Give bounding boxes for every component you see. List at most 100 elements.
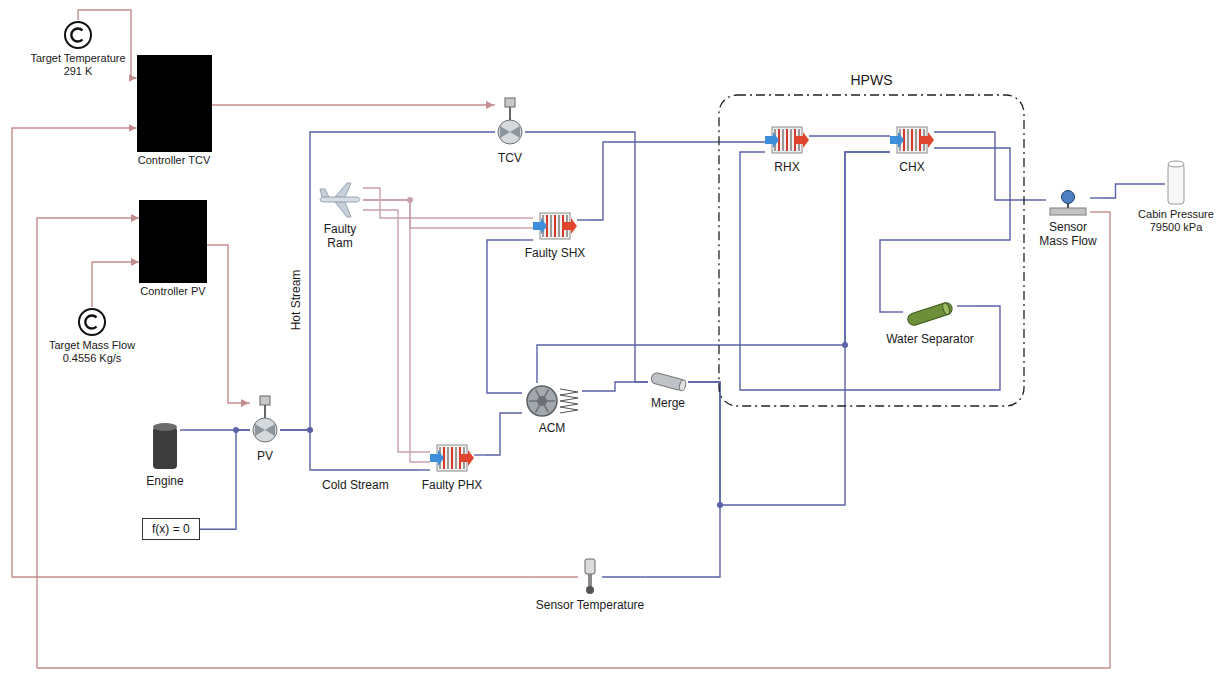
- constant-block: Target Temperature 291 K: [27, 20, 129, 78]
- junction-dot: [842, 342, 848, 348]
- fluid-line: [484, 413, 522, 455]
- icon-part: [678, 379, 687, 391]
- icon-part: [920, 132, 934, 148]
- fluid-line: [200, 430, 249, 529]
- icon-part: [1062, 191, 1075, 204]
- engine-source-icon: [150, 420, 180, 472]
- icon-part: [65, 22, 91, 48]
- block-label: Controller PV: [140, 285, 205, 298]
- water-separator-icon: [903, 298, 957, 330]
- fluid-line: [487, 240, 524, 393]
- icon-part: [786, 129, 788, 151]
- fluid-line: [1099, 184, 1132, 198]
- port-stub: [934, 131, 935, 132]
- engine-source: Engine: [145, 420, 185, 488]
- fluid-line: [281, 132, 494, 430]
- fluid-line: [810, 135, 889, 136]
- separator-body: [906, 301, 953, 327]
- port-stub: [421, 469, 431, 470]
- icon-part: [765, 132, 779, 148]
- valve-block: PV: [249, 395, 281, 463]
- port-stub: [525, 131, 526, 132]
- icon-part: [71, 29, 82, 42]
- icon-part: [509, 107, 511, 120]
- block-label: Controller TCV: [138, 154, 211, 167]
- icon-part: [498, 120, 522, 144]
- port-stub: [494, 131, 495, 132]
- water-separator: Water Separator: [885, 298, 975, 346]
- icon-part: [1050, 208, 1086, 215]
- merge-block: Merge: [647, 370, 689, 410]
- stream-label: Cold Stream: [322, 478, 389, 492]
- block-label: PV: [257, 449, 273, 463]
- junction-dot: [717, 502, 723, 508]
- port-stub: [180, 429, 185, 430]
- fluid-line: [364, 210, 421, 452]
- port-stub: [249, 402, 250, 403]
- port-stub: [688, 381, 689, 382]
- fluid-line: [935, 132, 1037, 200]
- port-stub: [582, 390, 583, 391]
- icon-part: [911, 129, 913, 151]
- heat-exchanger-icon: [430, 440, 474, 476]
- block-label: CHX: [899, 160, 924, 174]
- icon-part: [335, 183, 351, 197]
- signal-line: [92, 262, 139, 307]
- block-label: Faulty Ram: [318, 222, 362, 251]
- port-stub: [524, 227, 534, 228]
- icon-part: [255, 424, 275, 436]
- fluid-line: [537, 152, 889, 383]
- icon-part: [550, 215, 552, 237]
- function-block: f(x) = 0: [142, 518, 200, 540]
- temperature-sensor-icon: [578, 558, 602, 596]
- fluid-line: [646, 382, 721, 577]
- block-label: Target Temperature 291 K: [28, 52, 128, 78]
- heat-exchanger: CHX: [889, 122, 935, 174]
- valve-block: TCV: [494, 97, 526, 165]
- icon-part: [335, 202, 351, 217]
- port-stub: [934, 147, 935, 148]
- icon-part: [447, 447, 449, 469]
- icon-part: [451, 447, 453, 469]
- fluid-line: [364, 200, 524, 228]
- icon-part: [527, 386, 557, 416]
- icon-part: [906, 301, 953, 327]
- port-stub: [363, 187, 364, 188]
- block-label: Sensor Mass Flow: [1038, 220, 1098, 249]
- port-stub: [249, 429, 250, 430]
- fluid-line: [364, 188, 524, 218]
- port-stub: [577, 219, 587, 220]
- merge-block-icon: [648, 370, 688, 394]
- port-stub: [280, 429, 281, 430]
- block-label: ACM: [539, 421, 566, 435]
- controller-block-icon: [139, 200, 207, 283]
- port-stub: [957, 305, 975, 306]
- block-label: Faulty SHX: [525, 246, 586, 260]
- fluid-line: [583, 382, 647, 391]
- fluid-line: [880, 148, 1010, 312]
- heat-exchanger-icon: [765, 122, 809, 158]
- icon-part: [153, 423, 177, 431]
- junction-dot: [407, 197, 413, 203]
- icon-part: [915, 129, 917, 151]
- ram-air-source: Faulty Ram: [316, 180, 364, 251]
- port-stub: [474, 454, 484, 455]
- icon-part: [790, 129, 792, 151]
- icon-part: [1168, 164, 1184, 204]
- icon-part: [260, 396, 270, 405]
- constant-block-icon: [77, 307, 107, 337]
- port-stub: [688, 381, 689, 382]
- cabin-reservoir-icon: [1165, 158, 1187, 206]
- port-stub: [524, 239, 534, 240]
- icon-part: [586, 586, 594, 594]
- port-stub: [363, 199, 364, 200]
- controller-block: Controller PV: [139, 200, 207, 298]
- signal-line: [207, 245, 249, 403]
- port-stub: [535, 576, 579, 577]
- port-stub: [1090, 211, 1099, 212]
- icon-part: [533, 218, 547, 234]
- icon-part: [795, 132, 809, 148]
- port-stub: [1037, 199, 1046, 200]
- icon-part: [1168, 161, 1184, 167]
